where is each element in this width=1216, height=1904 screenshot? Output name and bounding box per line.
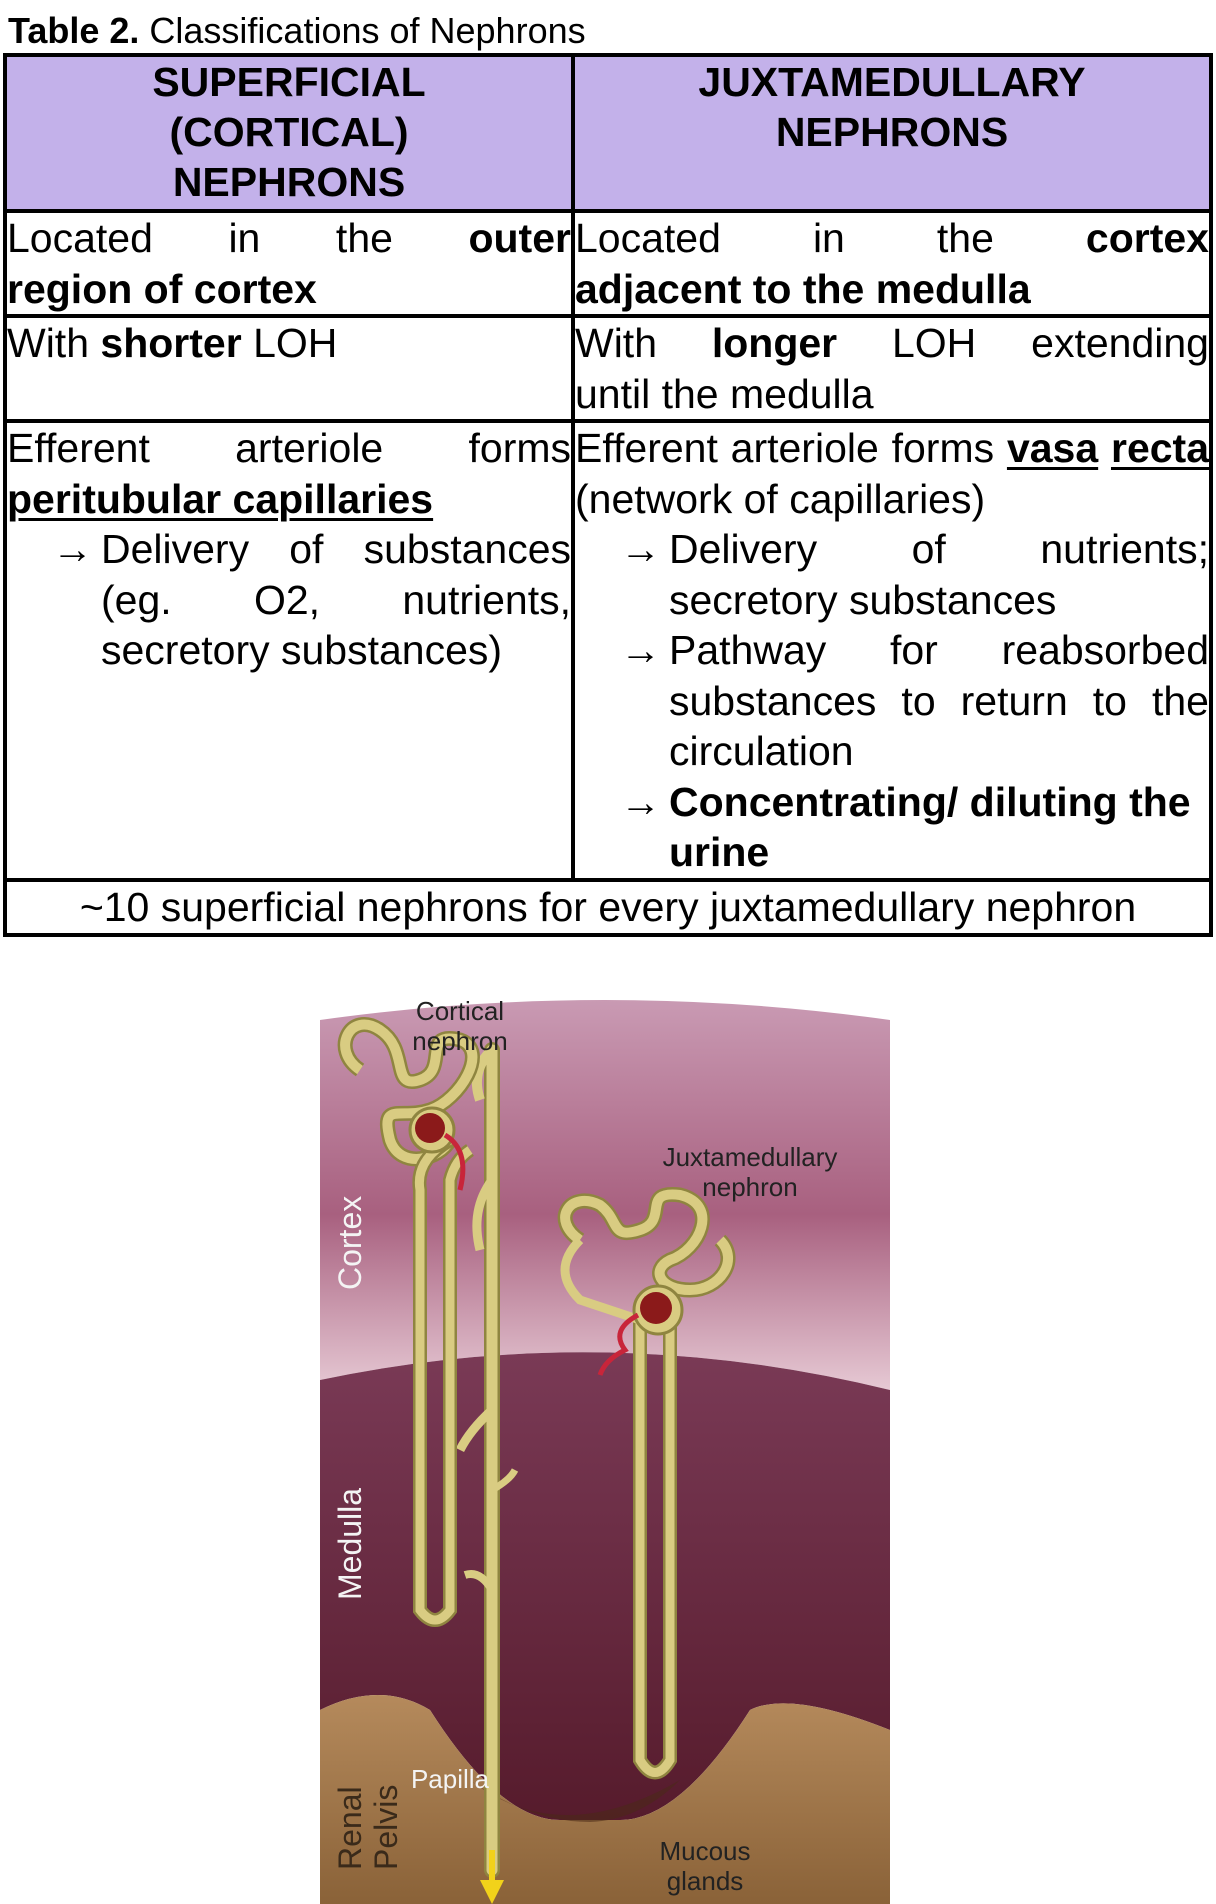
efferent-superficial: Efferent arteriole forms peritubular cap… (3, 419, 575, 882)
nephron-illustration: Cortical nephron Juxtamedullary nephron … (320, 990, 890, 1904)
label-cortical-nephron: Cortical nephron (412, 996, 508, 1056)
cortical-loop-of-henle (414, 1136, 473, 1625)
header-juxta-line-2: NEPHRONS (775, 109, 1009, 155)
bullet-item: → Concentrating/ diluting the urine (575, 777, 1209, 878)
label-juxtamedullary-nephron: Juxtamedullary nephron (662, 1142, 838, 1202)
word-bold: cortex (1085, 215, 1209, 261)
collecting-duct-branch (463, 1570, 496, 1593)
loh-bold: shorter (100, 320, 242, 366)
header-superficial-line-2: (CORTICAL) (169, 109, 409, 155)
arrow-icon: → (620, 627, 661, 673)
bullet-text: Delivery of substances (eg. O2, nutrient… (101, 526, 571, 673)
label-medulla: Medulla (332, 1487, 368, 1600)
word: the (335, 215, 393, 261)
loh-post: LOH (241, 320, 338, 366)
word: extending (1031, 320, 1209, 366)
header-juxtamedullary: JUXTAMEDULLARY NEPHRONS (571, 53, 1213, 213)
word: LOH (891, 320, 977, 366)
word: Located (7, 215, 153, 261)
collecting-duct-branch (472, 1046, 496, 1102)
label-cortex: Cortex (332, 1195, 368, 1290)
bullet-text-bold: Concentrating/ diluting the urine (669, 778, 1191, 876)
loh-juxtamedullary: With longer LOH extending until the medu… (571, 314, 1213, 423)
caption-label: Table 2. (8, 10, 140, 51)
label-mucous-glands: Mucous glands (659, 1836, 751, 1896)
location-juxta-line-1: Located in the cortex (575, 213, 1209, 264)
caption-title: Classifications of Nephrons (149, 10, 586, 51)
bullet-text: Delivery of nutrients; secretory substan… (669, 526, 1209, 623)
word: Located (575, 215, 721, 261)
juxta-glomerulus (640, 1292, 672, 1324)
location-superficial: Located in the outer region of cortex (3, 209, 575, 318)
efferent-superficial-line-1: Efferent arteriole forms (7, 423, 571, 474)
loh-juxta-line-1: With longer LOH extending (575, 318, 1209, 369)
efferent-juxta-pre: Efferent arteriole forms (575, 425, 1007, 471)
location-superficial-line-2: region of cortex (7, 265, 317, 312)
cortical-glomerulus (415, 1113, 445, 1143)
location-juxta-line-2: adjacent to the medulla (575, 265, 1031, 312)
arrow-icon: → (52, 526, 93, 572)
location-superficial-line-1: Located in the outer (7, 213, 571, 264)
renal-pelvis-region (320, 1695, 890, 1904)
loh-juxta-line-2: until the medulla (575, 370, 874, 417)
recta-term: recta (1110, 425, 1209, 471)
juxta-efferent-vessel (597, 1312, 640, 1376)
label-renal: Renal (332, 1786, 368, 1870)
bullet-text: Pathway for reabsorbed substances to ret… (669, 627, 1209, 774)
word: arteriole (235, 425, 384, 471)
efferent-juxta-post: (network of capillaries) (575, 475, 986, 522)
arrow-icon: → (620, 526, 661, 572)
word: forms (468, 425, 572, 471)
label-pelvis: Pelvis (368, 1784, 404, 1870)
table-footer-note: ~10 superficial nephrons for every juxta… (3, 877, 1213, 937)
urine-flow-arrow-icon (480, 1880, 504, 1904)
juxta-convoluted-tubule (560, 1189, 733, 1296)
medulla-region (320, 1352, 890, 1820)
loh-pre: With (7, 320, 101, 366)
location-juxtamedullary: Located in the cortex adjacent to the me… (571, 209, 1213, 318)
nephron-diagram (320, 1000, 890, 1904)
peritubular-capillaries-term: peritubular capillaries (7, 475, 434, 522)
label-papilla: Papilla (410, 1764, 490, 1794)
header-juxta-line-1: JUXTAMEDULLARY (698, 59, 1086, 105)
word: in (228, 215, 261, 261)
word: in (812, 215, 845, 261)
cortex-region (320, 1000, 890, 1390)
word-bold: outer (468, 215, 571, 261)
word: the (936, 215, 994, 261)
word-bold: longer (711, 320, 838, 366)
header-superficial-line-3: NEPHRONS (172, 159, 406, 205)
header-superficial-line-1: SUPERFICIAL (152, 59, 426, 105)
bullet-item: → Delivery of substances (eg. O2, nutrie… (7, 524, 571, 676)
arrow-icon: → (620, 778, 661, 825)
word: Efferent (7, 425, 150, 471)
collecting-duct-branch (472, 1177, 496, 1252)
nephron-classification-table: SUPERFICIAL (CORTICAL) NEPHRONS JUXTAMED… (3, 53, 1213, 937)
bullet-item: → Delivery of nutrients; secretory subst… (575, 524, 1209, 625)
efferent-juxtamedullary: Efferent arteriole forms vasa recta (net… (571, 419, 1213, 882)
bullet-item: → Pathway for reabsorbed substances to r… (575, 625, 1209, 777)
cortical-efferent-vessel (443, 1132, 466, 1191)
collecting-duct-branch (490, 1468, 519, 1494)
loh-superficial: With shorter LOH (3, 314, 575, 423)
papilla-shadow (470, 1780, 680, 1822)
header-superficial: SUPERFICIAL (CORTICAL) NEPHRONS (3, 53, 575, 213)
cortical-convoluted-tubule (340, 1019, 478, 1164)
juxta-loop-of-henle (635, 1320, 675, 1777)
collecting-duct-branch (455, 1406, 496, 1453)
word: With (575, 320, 657, 366)
table-caption: Table 2. Classifications of Nephrons (8, 10, 586, 52)
juxta-tubule-connector (560, 1236, 642, 1325)
vasa-term: vasa (1006, 425, 1099, 471)
